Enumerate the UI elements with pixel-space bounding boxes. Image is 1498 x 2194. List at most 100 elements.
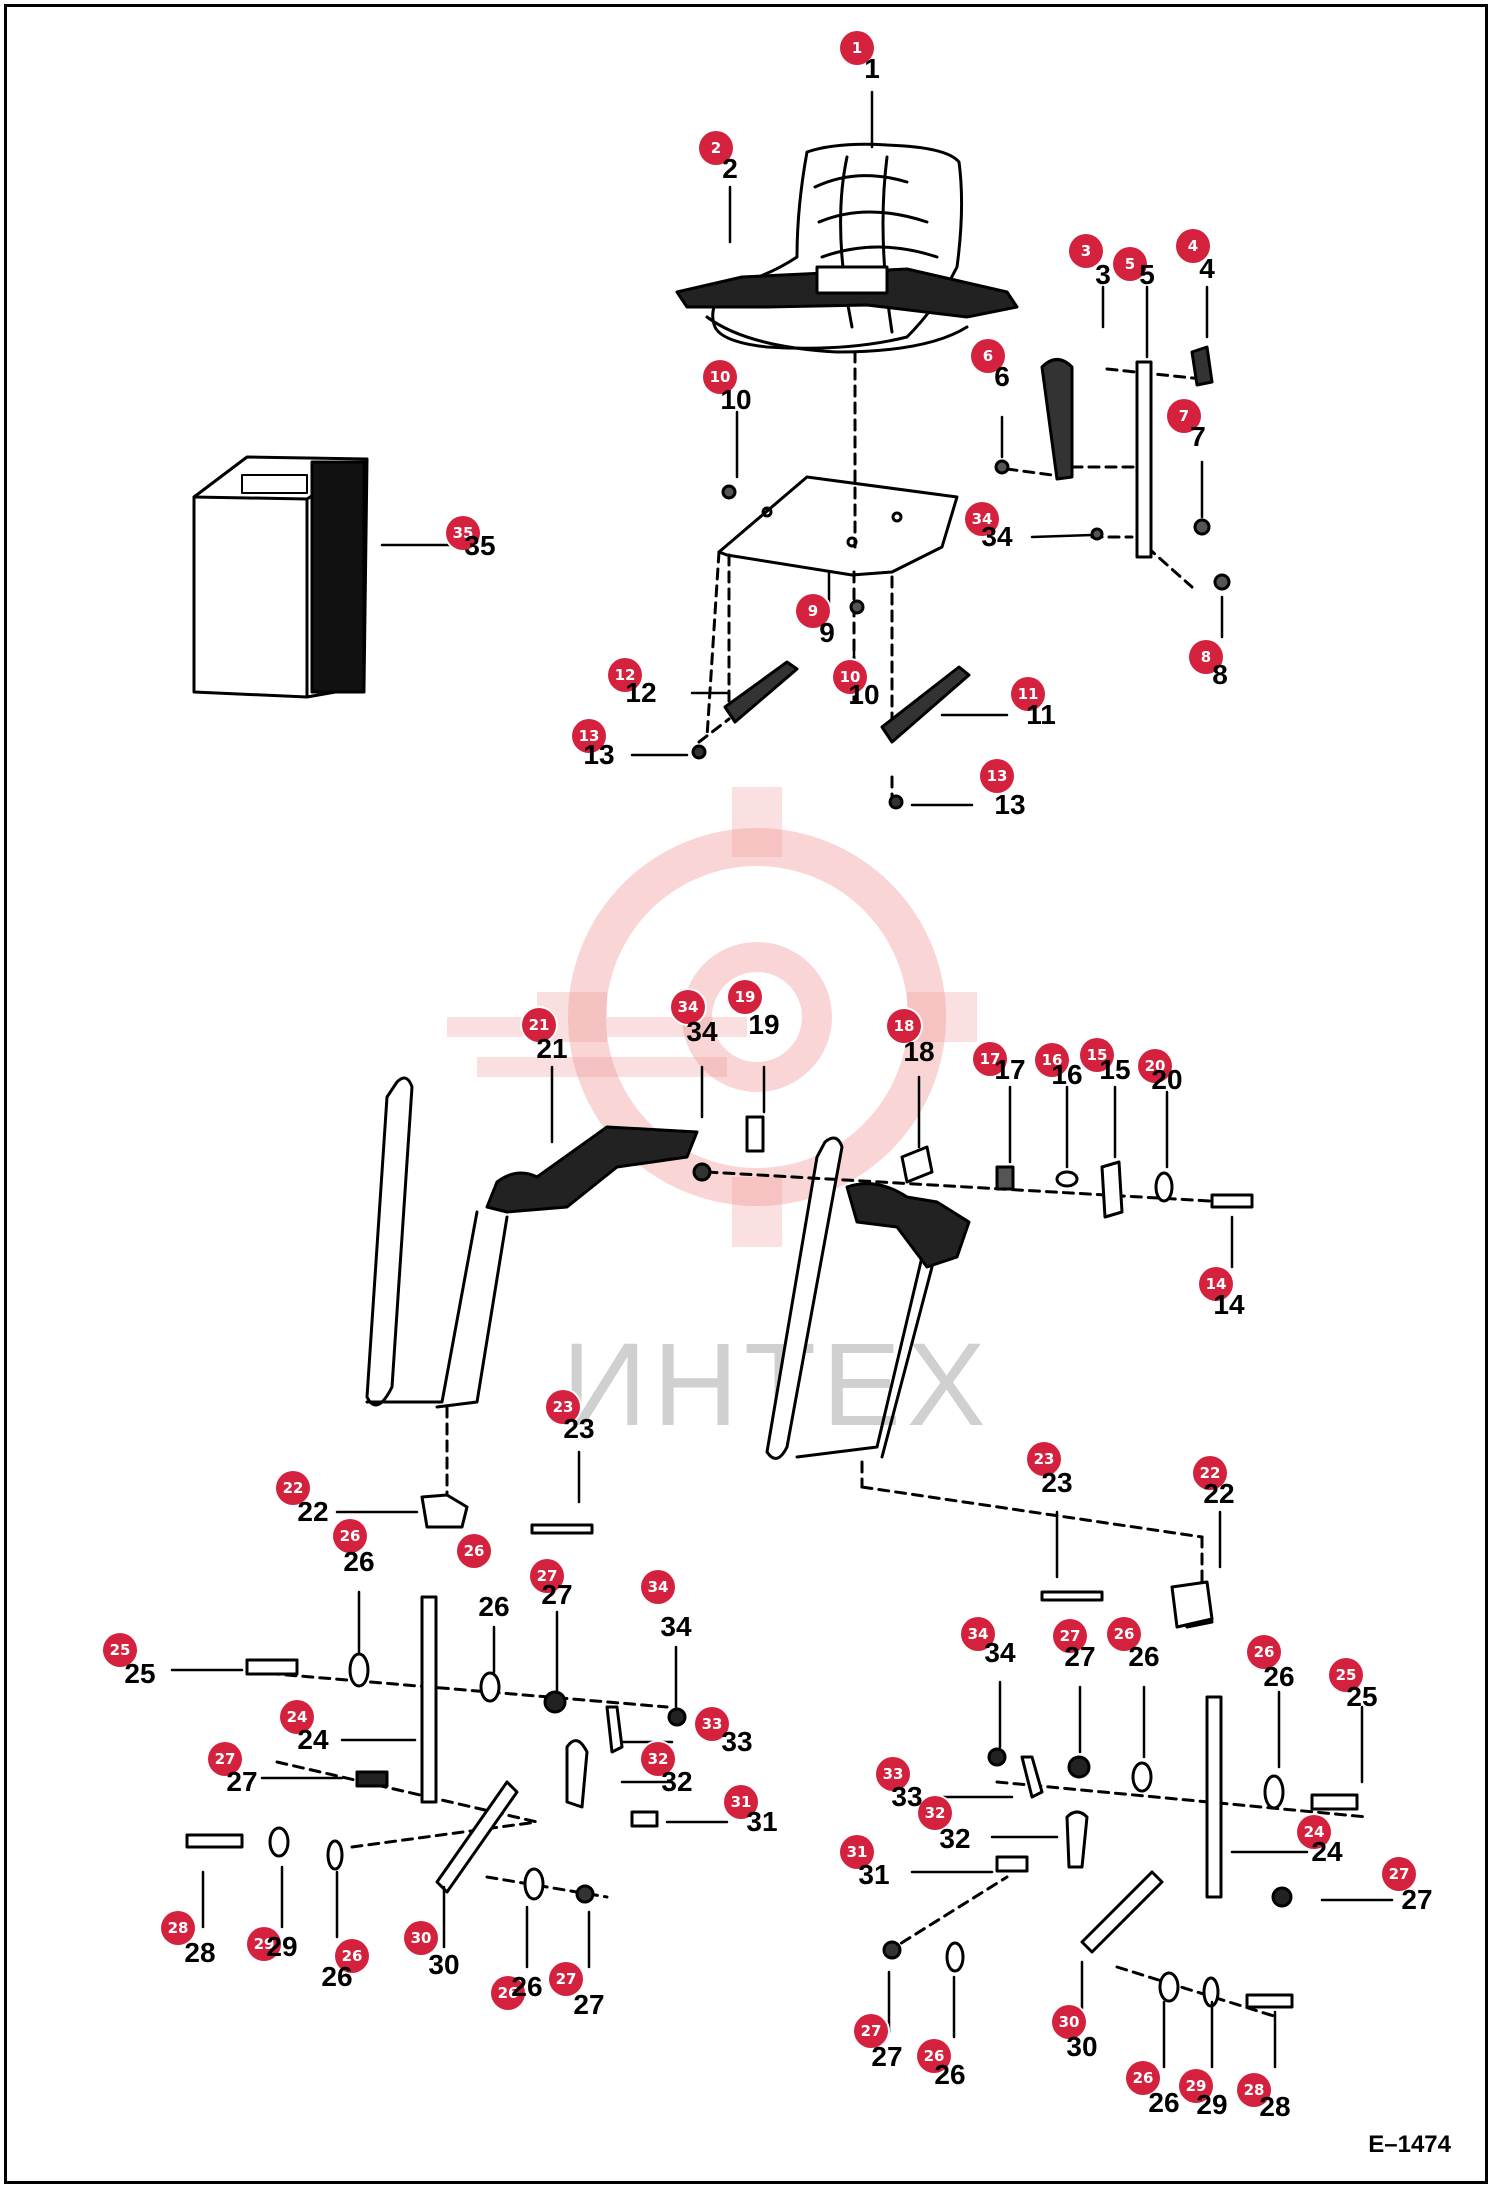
callout-marker-31[interactable]: 31	[840, 1835, 874, 1869]
seat-belt-stalk-icon	[1040, 345, 1214, 559]
callout-marker-16[interactable]: 16	[1035, 1043, 1069, 1077]
part-number-label: 26	[511, 1971, 543, 2002]
part-number-label: 30	[428, 1949, 460, 1980]
callout-marker-27[interactable]: 27	[549, 1962, 583, 1996]
callout-marker-8[interactable]: 8	[1189, 640, 1223, 674]
part-number-label: 34	[686, 1016, 718, 1047]
callout-marker-6[interactable]: 6	[971, 339, 1005, 373]
part-number-label: 18	[903, 1036, 935, 1067]
callout-marker-2[interactable]: 2	[699, 131, 733, 165]
callout-marker-26[interactable]: 26	[335, 1939, 369, 1973]
callout-marker-28[interactable]: 28	[1237, 2073, 1271, 2107]
callout-marker-13[interactable]: 13	[572, 719, 606, 753]
callout-marker-11[interactable]: 11	[1011, 677, 1045, 711]
callout-marker-17[interactable]: 17	[973, 1042, 1007, 1076]
callout-marker-34[interactable]: 34	[641, 1570, 675, 1604]
callout-marker-21[interactable]: 21	[522, 1008, 556, 1042]
part-number-label: 34	[660, 1611, 692, 1642]
callout-marker-28[interactable]: 28	[161, 1911, 195, 1945]
callout-marker-35[interactable]: 35	[446, 516, 480, 550]
callout-marker-26[interactable]: 26	[1126, 2061, 1160, 2095]
callout-marker-26[interactable]: 26	[491, 1976, 525, 2010]
callout-marker-32[interactable]: 32	[641, 1742, 675, 1776]
callout-marker-12[interactable]: 12	[608, 658, 642, 692]
part-number-label: 26	[321, 1961, 353, 1992]
part-number-label: 31	[858, 1859, 890, 1890]
part-number-label: 21	[536, 1033, 568, 1064]
callout-marker-10[interactable]: 10	[833, 660, 867, 694]
callout-marker-29[interactable]: 29	[247, 1927, 281, 1961]
part-number-label: 35	[464, 530, 496, 561]
callout-marker-18[interactable]: 18	[887, 1009, 921, 1043]
callout-marker-14[interactable]: 14	[1199, 1267, 1233, 1301]
part-number-label: 19	[748, 1009, 780, 1040]
callout-marker-1[interactable]: 1	[840, 31, 874, 65]
callout-marker-26[interactable]: 26	[1247, 1635, 1281, 1669]
callout-marker-23[interactable]: 23	[1027, 1442, 1061, 1476]
part-number-label: 25	[1346, 1681, 1378, 1712]
callout-marker-15[interactable]: 15	[1080, 1038, 1114, 1072]
callout-marker-19[interactable]: 19	[728, 980, 762, 1014]
part-number-label: 13	[583, 739, 615, 770]
callout-marker-3[interactable]: 3	[1069, 234, 1103, 268]
callout-marker-27[interactable]: 27	[208, 1742, 242, 1776]
callout-marker-29[interactable]: 29	[1179, 2069, 1213, 2103]
callout-marker-32[interactable]: 32	[918, 1796, 952, 1830]
callout-marker-13[interactable]: 13	[980, 759, 1014, 793]
callout-marker-30[interactable]: 30	[404, 1921, 438, 1955]
part-number-label: 26	[1128, 1641, 1160, 1672]
part-number-label: 8	[1212, 659, 1228, 690]
callout-marker-33[interactable]: 33	[876, 1757, 910, 1791]
part-number-label: 26	[1263, 1661, 1295, 1692]
part-number-label: 11	[1026, 699, 1056, 730]
callout-marker-27[interactable]: 27	[1382, 1857, 1416, 1891]
callout-marker-34[interactable]: 34	[965, 502, 999, 536]
callout-marker-9[interactable]: 9	[796, 594, 830, 628]
callout-marker-5[interactable]: 5	[1113, 247, 1147, 281]
part-number-label: 1	[864, 53, 880, 84]
callout-marker-26[interactable]: 26	[333, 1519, 367, 1553]
callout-marker-25[interactable]: 25	[103, 1633, 137, 1667]
callout-marker-24[interactable]: 24	[280, 1700, 314, 1734]
part-number-label: 23	[1041, 1467, 1073, 1498]
part-number-label: 2	[722, 153, 738, 184]
callout-marker-27[interactable]: 27	[530, 1559, 564, 1593]
callout-marker-22[interactable]: 22	[1193, 1456, 1227, 1490]
part-number-label: 4	[1199, 253, 1215, 284]
callout-marker-33[interactable]: 33	[695, 1707, 729, 1741]
callout-marker-31[interactable]: 31	[724, 1785, 758, 1819]
callout-marker-22[interactable]: 22	[276, 1471, 310, 1505]
part-number-label: 5	[1139, 259, 1155, 290]
callout-marker-23[interactable]: 23	[546, 1390, 580, 1424]
callout-marker-25[interactable]: 25	[1329, 1658, 1363, 1692]
seat-slide-left-icon	[723, 660, 799, 724]
callout-marker-4[interactable]: 4	[1176, 229, 1210, 263]
part-number-label: 27	[541, 1579, 573, 1610]
right-linkage-icon	[882, 1580, 1359, 2009]
lever-dashes	[250, 1170, 1369, 2019]
callout-marker-30[interactable]: 30	[1052, 2005, 1086, 2039]
callout-marker-7[interactable]: 7	[1167, 399, 1201, 433]
callout-marker-10[interactable]: 10	[703, 360, 737, 394]
callout-marker-27[interactable]: 27	[854, 2014, 888, 2048]
part-number-label: 26	[1148, 2087, 1180, 2118]
part-number-label: 3	[1095, 259, 1111, 290]
callout-marker-26[interactable]: 26	[1107, 1617, 1141, 1651]
callout-marker-34[interactable]: 34	[961, 1617, 995, 1651]
callout-marker-27[interactable]: 27	[1053, 1619, 1087, 1653]
part-number-label: 24	[297, 1724, 329, 1755]
callout-marker-24[interactable]: 24	[1297, 1815, 1331, 1849]
callout-marker-26[interactable]: 26	[457, 1534, 491, 1568]
part-number-label: 24	[1311, 1836, 1343, 1867]
callout-marker-20[interactable]: 20	[1138, 1049, 1172, 1083]
part-number-label: 23	[563, 1413, 595, 1444]
part-number-label: 29	[1196, 2089, 1228, 2120]
part-number-label: 13	[994, 789, 1026, 820]
part-number-label: 31	[746, 1806, 778, 1837]
part-number-label: 27	[871, 2041, 903, 2072]
part-number-label: 32	[661, 1766, 693, 1797]
callout-marker-34[interactable]: 34	[671, 990, 705, 1024]
part-number-label: 14	[1213, 1289, 1245, 1320]
callout-marker-26[interactable]: 26	[917, 2039, 951, 2073]
part-number-label: 10	[720, 384, 752, 415]
